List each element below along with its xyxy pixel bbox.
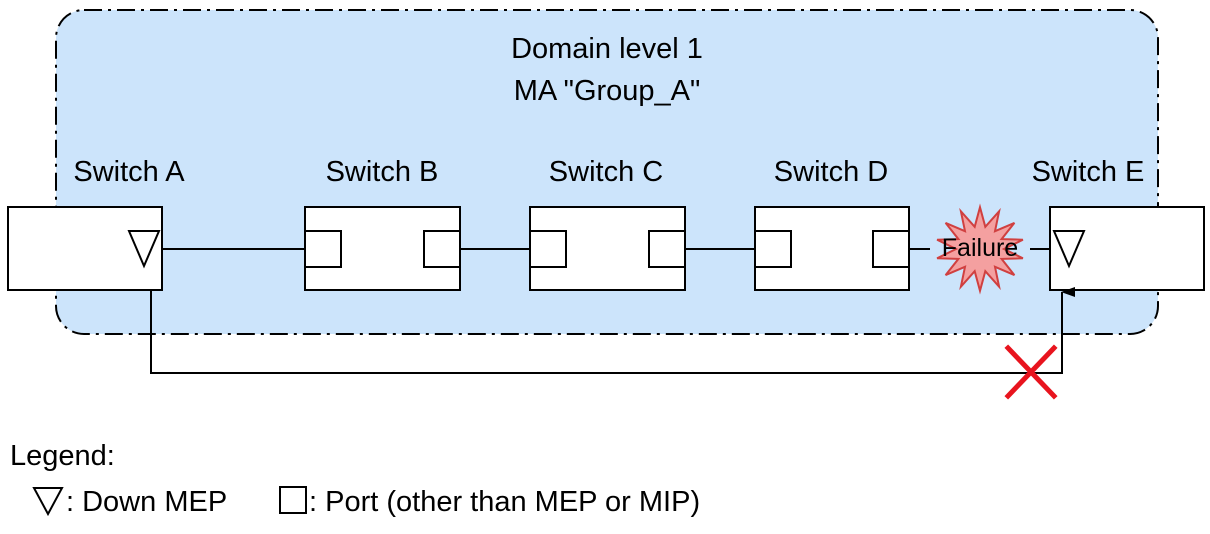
port-icon — [648, 230, 686, 268]
ccm-path — [150, 287, 1075, 374]
down-triangle-icon — [32, 487, 64, 517]
down-mep-icon — [1052, 230, 1086, 269]
red-x-icon — [1004, 344, 1058, 400]
legend-title: Legend: — [10, 440, 115, 472]
switch-d-label: Switch D — [774, 156, 888, 188]
domain-title-line1: Domain level 1 — [511, 33, 703, 65]
switch-e-label: Switch E — [1032, 156, 1145, 188]
failure-burst-icon — [936, 203, 1024, 295]
legend-port-text: : Port (other than MEP or MIP) — [309, 486, 700, 518]
switch-a — [7, 206, 163, 291]
failure-burst: Failure — [936, 203, 1024, 295]
switch-c-label: Switch C — [549, 156, 663, 188]
switch-b — [304, 206, 461, 291]
switch-e — [1049, 206, 1205, 291]
legend-down-mep-text: : Down MEP — [66, 486, 227, 518]
port-icon — [423, 230, 461, 268]
square-icon — [279, 486, 307, 514]
down-mep-icon — [127, 230, 161, 269]
switch-c — [529, 206, 686, 291]
domain-title-line2: MA "Group_A" — [514, 75, 701, 107]
switch-d — [754, 206, 910, 291]
port-icon — [304, 230, 342, 268]
port-icon — [872, 230, 910, 268]
port-icon — [529, 230, 567, 268]
switch-a-label: Switch A — [73, 156, 185, 188]
switch-b-label: Switch B — [326, 156, 439, 188]
failure-label: Failure — [942, 234, 1018, 262]
port-icon — [754, 230, 792, 268]
